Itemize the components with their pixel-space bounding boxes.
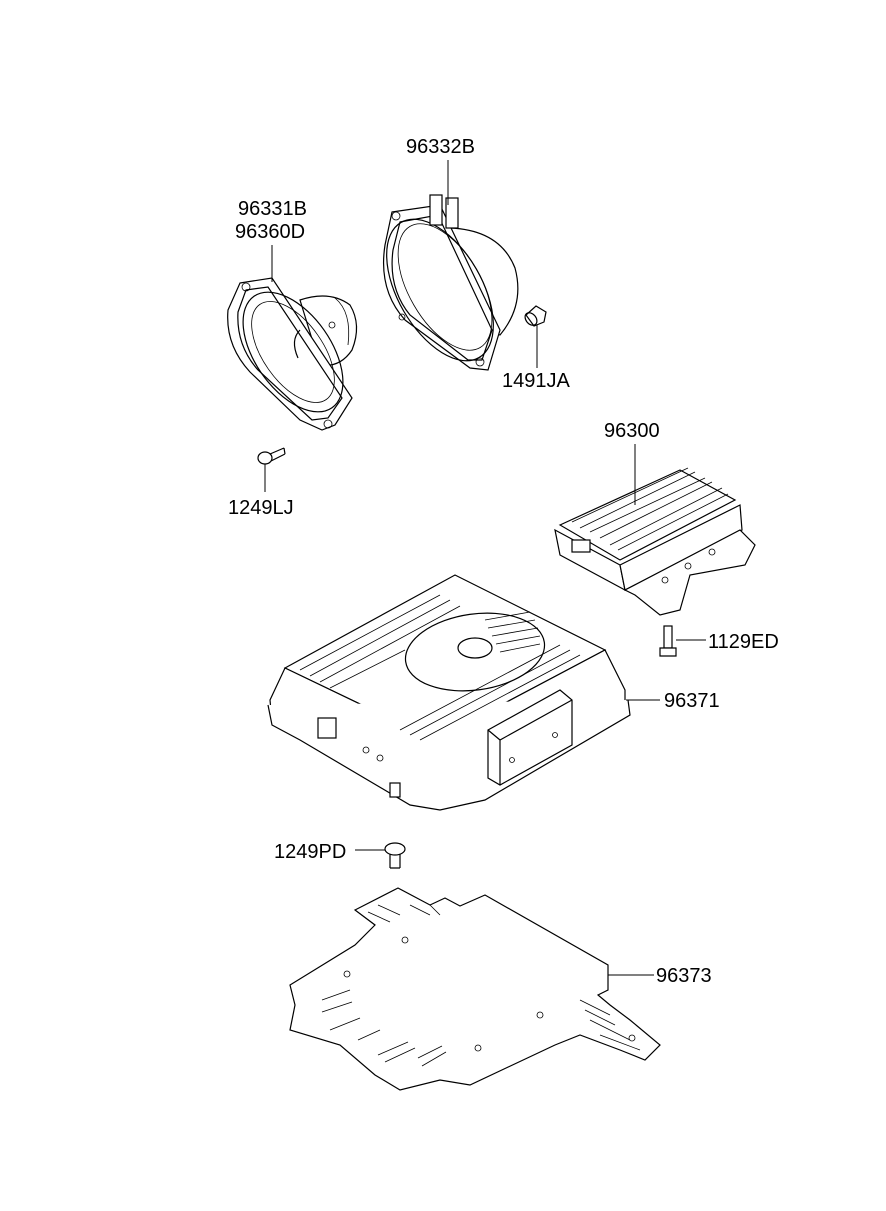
screw-1129ed-drawing[interactable] <box>659 625 677 657</box>
screw-1249pd-drawing[interactable] <box>384 842 406 869</box>
part-label-1249lj: 1249LJ <box>228 497 294 519</box>
part-label-96360d: 96360D <box>235 221 305 243</box>
part-label-96300: 96300 <box>604 420 660 442</box>
part-label-96332b: 96332B <box>406 136 475 158</box>
screw-1491ja-drawing[interactable] <box>523 305 547 328</box>
subwoofer-drawing[interactable] <box>267 574 631 811</box>
part-label-1249pd: 1249PD <box>274 841 346 863</box>
part-label-96331b: 96331B <box>238 198 307 220</box>
part-label-96371: 96371 <box>664 690 720 712</box>
mounting-plate-drawing[interactable] <box>289 887 661 1091</box>
speaker-drawing[interactable] <box>223 275 363 431</box>
part-label-1129ed: 1129ED <box>708 631 779 653</box>
amplifier-drawing[interactable] <box>554 467 756 616</box>
speaker-adapter-drawing[interactable] <box>365 194 519 379</box>
part-label-1491ja: 1491JA <box>502 370 570 392</box>
part-label-96373: 96373 <box>656 965 712 987</box>
screw-1249lj-drawing[interactable] <box>257 447 286 465</box>
